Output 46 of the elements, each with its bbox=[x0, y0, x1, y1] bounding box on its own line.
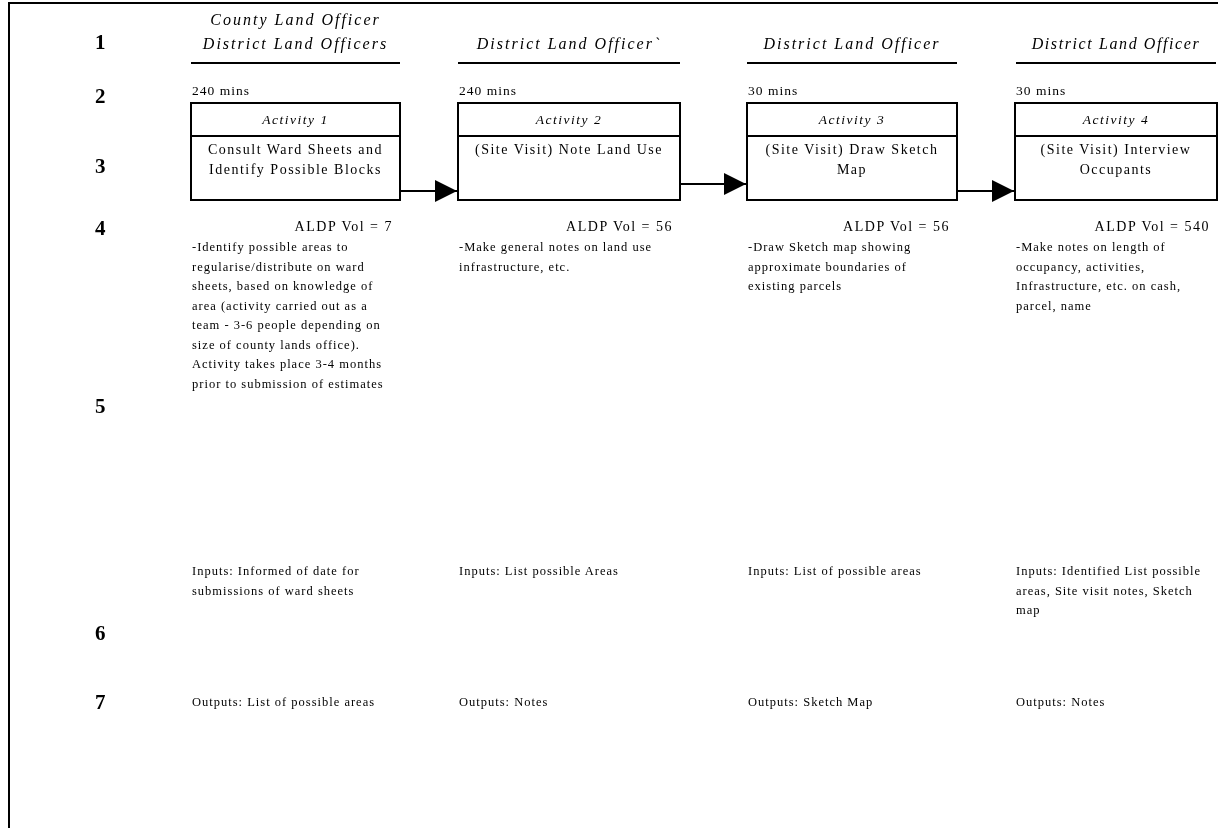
volume-label: ALDP Vol = 56 bbox=[842, 219, 950, 235]
arrow bbox=[680, 173, 747, 195]
note-text: Outputs: Notes bbox=[459, 694, 550, 711]
role-heading: District Land Officer bbox=[1016, 32, 1216, 64]
volume-label: ALDP Vol = 7 bbox=[293, 219, 393, 235]
row-number: 4 bbox=[95, 216, 106, 241]
activity-box bbox=[746, 102, 958, 201]
row-number: 2 bbox=[95, 84, 106, 109]
row-number: 3 bbox=[95, 154, 106, 179]
row-number: 6 bbox=[95, 621, 106, 646]
note-text: Inputs: Informed of date for submissions of ward sheets bbox=[192, 563, 361, 600]
activity-title: Activity 3 bbox=[748, 104, 956, 137]
note-text: Inputs: Identified List possible areas, Site visit notes, Sketch map bbox=[1016, 563, 1203, 619]
row-number: 5 bbox=[95, 394, 106, 419]
activity-text: Consult Ward Sheets and Identify Possible Blocks bbox=[206, 141, 384, 179]
activity-text: (Site Visit) Note Land Use bbox=[474, 141, 664, 159]
duration-label: 30 mins bbox=[1016, 83, 1067, 99]
activity-text: (Site Visit) Interview Occupants bbox=[1039, 141, 1193, 179]
row-number: 1 bbox=[95, 30, 106, 55]
role-heading: County Land Officer District Land Officers bbox=[191, 8, 400, 64]
row-number: 7 bbox=[95, 690, 106, 715]
note-text: Inputs: List of possible areas bbox=[748, 563, 923, 580]
note-text: Outputs: List of possible areas bbox=[192, 694, 377, 711]
note-text: -Make general notes on land use infrastructure, etc. bbox=[459, 239, 654, 276]
activity-text: (Site Visit) Draw Sketch Map bbox=[764, 141, 940, 179]
note-text: Outputs: Notes bbox=[1016, 694, 1107, 711]
duration-label: 240 mins bbox=[192, 83, 250, 99]
volume-label: ALDP Vol = 56 bbox=[565, 219, 673, 235]
note-text: Inputs: List possible Areas bbox=[459, 563, 620, 580]
duration-label: 240 mins bbox=[459, 83, 517, 99]
note-text: -Draw Sketch map showing approximate boundaries of existing parcels bbox=[748, 239, 913, 295]
role-heading: District Land Officer bbox=[747, 32, 957, 64]
note-text: -Identify possible areas to regularise/distribute on ward sheets, based on knowledge of area (activity carried out as a team - 3-6 people depending on size of county lands office). Activity takes place 3-4 months prior to submission of estimates bbox=[192, 239, 385, 393]
activity-title: Activity 4 bbox=[1016, 104, 1216, 137]
volume-label: ALDP Vol = 540 bbox=[1093, 219, 1210, 235]
activity-box bbox=[190, 102, 401, 201]
note-text: Outputs: Sketch Map bbox=[748, 694, 875, 711]
role-heading: District Land Officer` bbox=[458, 32, 680, 64]
activity-title: Activity 1 bbox=[192, 104, 399, 137]
activity-box bbox=[457, 102, 681, 201]
duration-label: 30 mins bbox=[748, 83, 799, 99]
note-text: -Make notes on length of occupancy, activities, Infrastructure, etc. on cash, parcel, name bbox=[1016, 239, 1183, 315]
arrow bbox=[957, 180, 1015, 202]
arrow bbox=[400, 180, 458, 202]
activity-box bbox=[1014, 102, 1218, 201]
activity-title: Activity 2 bbox=[459, 104, 679, 137]
